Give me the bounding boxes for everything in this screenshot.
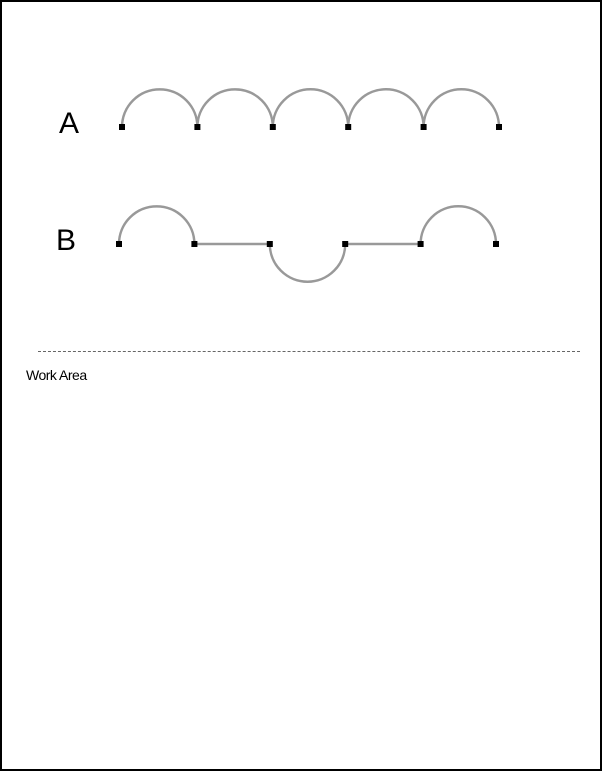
node-point xyxy=(493,241,499,247)
node-point xyxy=(345,124,352,130)
work-area-label: Work Area xyxy=(26,367,87,383)
arc-pattern-figure xyxy=(116,88,502,283)
arc-down-segment xyxy=(268,243,347,283)
node-point xyxy=(194,124,201,130)
arc-up-segment xyxy=(271,88,350,128)
arc-up-segment xyxy=(120,88,199,128)
node-point xyxy=(266,241,273,247)
node-point xyxy=(417,241,424,247)
dashed-divider xyxy=(38,351,580,352)
row-b-pattern xyxy=(116,205,499,283)
arc-up-segment xyxy=(196,88,275,128)
work-area[interactable] xyxy=(4,387,600,769)
node-point xyxy=(119,124,125,130)
node-point xyxy=(496,124,502,130)
row-a-pattern xyxy=(119,88,502,130)
arc-up-segment xyxy=(419,205,498,245)
node-point xyxy=(269,124,276,130)
node-point xyxy=(342,241,349,247)
node-point xyxy=(116,241,122,247)
node-point xyxy=(420,124,427,130)
arc-up-segment xyxy=(346,88,425,128)
row-a-label: A xyxy=(59,107,80,140)
arc-up-segment xyxy=(422,88,501,128)
arc-up-segment xyxy=(117,205,196,245)
row-b-label: B xyxy=(56,224,77,257)
node-point xyxy=(191,241,198,247)
